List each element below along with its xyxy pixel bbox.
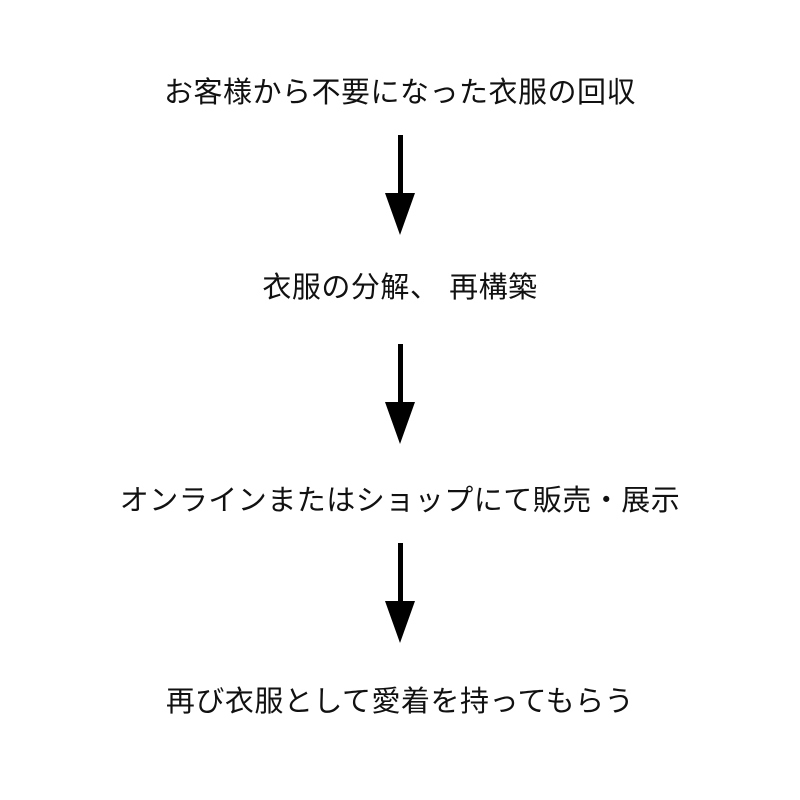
down-arrow-icon bbox=[383, 135, 417, 235]
flow-step-3: オンラインまたはショップにて販売・展示 bbox=[119, 483, 681, 517]
down-arrow-icon bbox=[383, 543, 417, 643]
down-arrow-icon bbox=[383, 344, 417, 444]
flow-step-2: 衣服の分解、 再構築 bbox=[262, 270, 538, 304]
flow-connector-3 bbox=[0, 543, 800, 643]
flow-connector-1 bbox=[0, 135, 800, 235]
flow-connector-2 bbox=[0, 344, 800, 444]
flow-step-4: 再び衣服として愛着を持ってもらう bbox=[165, 684, 635, 718]
flow-step-1: お客様から不要になった衣服の回収 bbox=[163, 75, 636, 109]
